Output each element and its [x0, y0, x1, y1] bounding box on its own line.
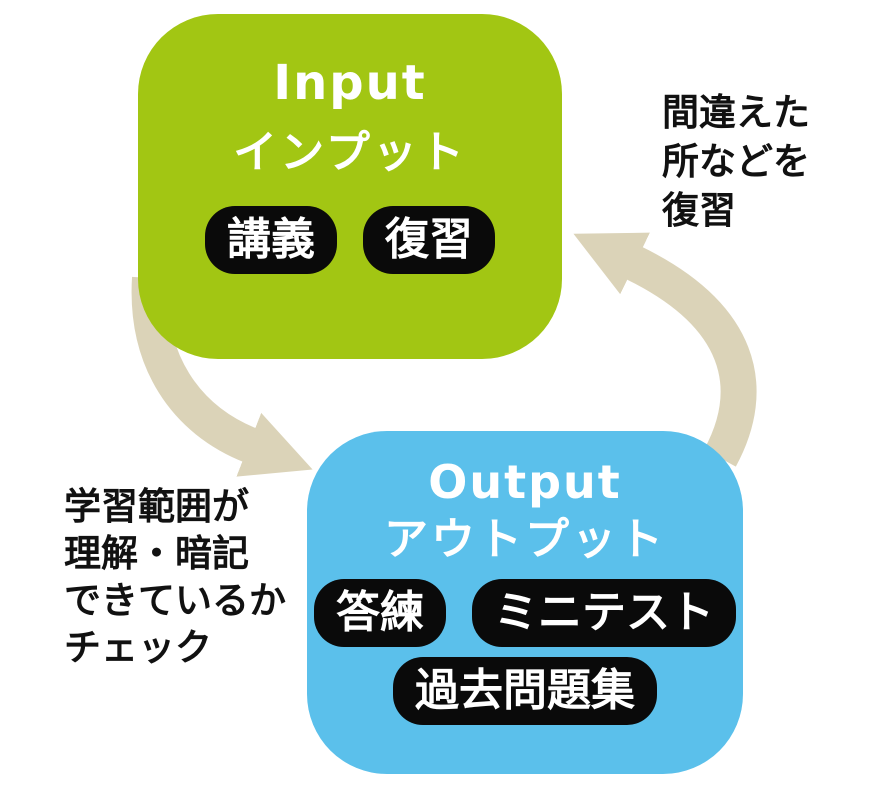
- annotation-check-understanding: 学習範囲が 理解・暗記 できているか チェック: [64, 483, 286, 671]
- annotation-left-line: 理解・暗記: [64, 532, 249, 575]
- output-item-mini-test: ミニテスト: [472, 579, 736, 647]
- input-item-review: 復習: [363, 206, 495, 274]
- arrow-output-to-input-icon: [573, 232, 757, 467]
- input-box: Input インプット 講義 復習: [138, 14, 562, 359]
- annotation-right-line: 所などを: [662, 140, 810, 183]
- annotation-left-line: できているか: [64, 579, 286, 622]
- annotation-right-line: 間違えた: [662, 91, 810, 134]
- output-items-row-2: 過去問題集: [393, 657, 657, 725]
- output-item-past-questions: 過去問題集: [393, 657, 657, 725]
- output-items-row-1: 答練 ミニテスト: [314, 579, 736, 647]
- annotation-right-line: 復習: [662, 189, 736, 232]
- annotation-review-mistakes: 間違えた 所などを 復習: [662, 88, 810, 235]
- output-item-answer-practice: 答練: [314, 579, 446, 647]
- input-title-en: Input: [273, 55, 427, 111]
- input-item-lecture: 講義: [205, 206, 337, 274]
- input-title-ja: インプット: [233, 127, 467, 178]
- output-box: Output アウトプット 答練 ミニテスト 過去問題集: [307, 431, 743, 774]
- input-items-row: 講義 復習: [205, 206, 495, 274]
- output-title-ja: アウトプット: [384, 514, 666, 565]
- output-title-en: Output: [428, 455, 622, 509]
- annotation-left-line: 学習範囲が: [64, 485, 249, 528]
- annotation-left-line: チェック: [64, 626, 212, 669]
